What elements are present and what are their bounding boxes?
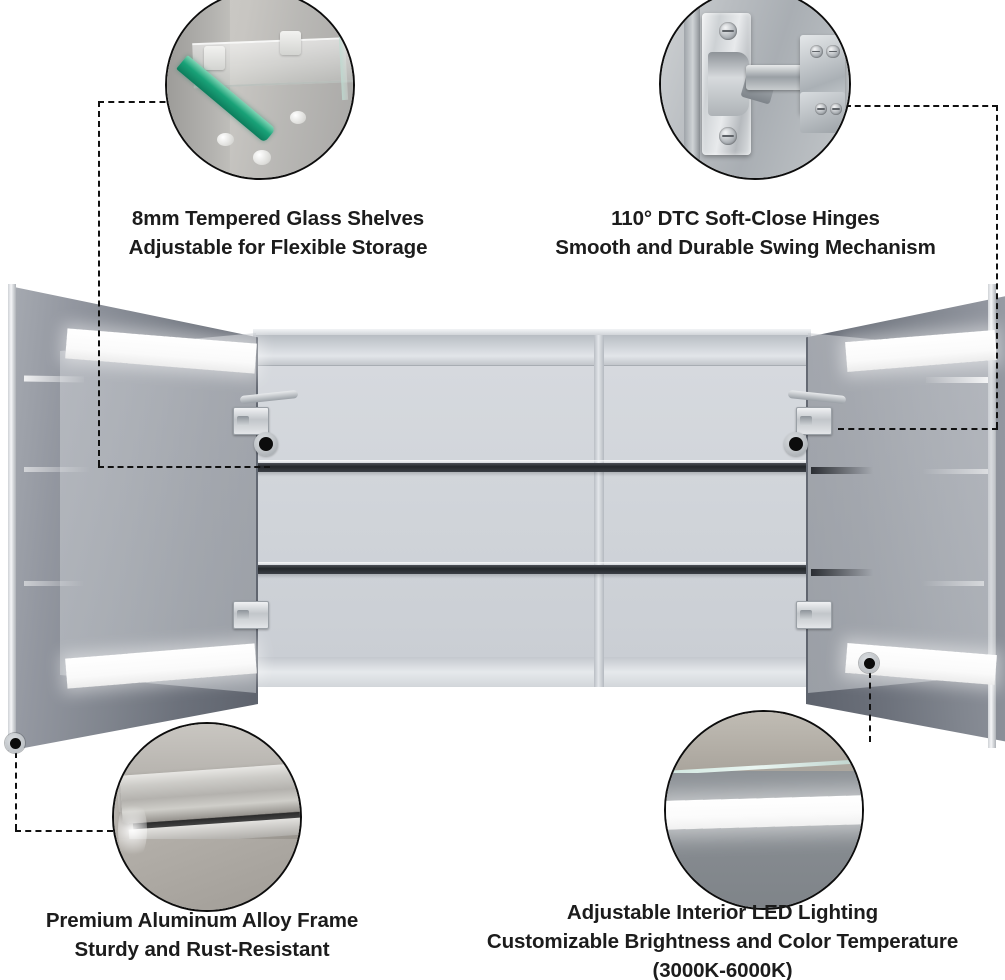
right-shelf-reflection-upper [811,467,873,474]
callout-line-shelves-vertical [98,101,100,466]
left-door-hinge-lower [233,601,269,629]
caption-soft-close-hinges: 110° DTC Soft-Close Hinges Smooth and Du… [486,204,1005,262]
cabinet-center-divider [594,335,604,687]
right-door-reflection-low [922,581,984,586]
left-door-reflection-mid [24,467,90,472]
soft-close-hinge-photo [659,0,851,180]
left-door-bumper-knob [254,432,278,456]
callout-line-hinges-top [845,105,998,107]
callout-line-shelves-top [98,101,186,103]
caption-interior-led-lighting: Adjustable Interior LED Lighting Customi… [440,898,1005,980]
callout-line-frame-bottom [15,830,113,832]
cabinet-bottom-panel [253,657,811,687]
caption-line: Adjustable for Flexible Storage [128,236,428,260]
led-strip-photo [664,710,864,910]
callout-line-hinges-bottom [838,428,998,430]
left-door-inner-panel [60,333,256,693]
cabinet-top-panel [253,335,811,366]
right-door-hinge-upper [796,407,832,435]
caption-line: Premium Aluminum Alloy Frame [45,909,359,932]
left-door-frame-edge [8,284,16,748]
caption-line: (3000K-6000K) [652,959,793,980]
caption-line: Smooth and Durable Swing Mechanism [555,236,936,260]
right-door-reflection-mid [922,469,988,474]
left-mirror-door[interactable] [8,281,299,751]
caption-tempered-glass-shelves: 8mm Tempered Glass Shelves Adjustable fo… [0,204,556,262]
caption-line: Adjustable Interior LED Lighting [566,901,879,924]
aluminum-frame-photo [112,722,302,912]
left-door-reflection-top [23,375,85,383]
callout-line-led-vertical [869,672,871,742]
callout-line-shelves-bottom [98,466,270,468]
cabinet-interior-back [253,335,811,687]
caption-line: Customizable Brightness and Color Temper… [486,930,959,954]
right-shelf-reflection-lower [811,569,873,576]
left-door-hinge-upper [233,407,269,435]
caption-line: Sturdy and Rust-Resistant [74,938,330,962]
interior-glass-shelf-upper [253,463,811,472]
right-door-hinge-lower [796,601,832,629]
right-mirror-door[interactable] [784,281,1005,751]
right-door-bumper-knob [784,432,808,456]
caption-aluminum-alloy-frame: Premium Aluminum Alloy Frame Sturdy and … [0,906,404,964]
callout-line-hinges-vertical [996,105,998,428]
right-door-inner-panel [808,333,994,693]
product-cabinet-illustration [0,281,1005,751]
left-door-reflection-low [24,581,84,586]
interior-glass-shelf-lower [253,565,811,574]
caption-line: 110° DTC Soft-Close Hinges [611,207,880,230]
cabinet-top-edge [253,329,811,337]
callout-line-frame-vertical [15,752,17,830]
shelf-gloss-upper [253,460,811,463]
callout-anchor-led [859,653,879,673]
shelf-gloss-lower [253,562,811,565]
glass-shelf-photo [165,0,355,180]
right-door-reflection-top [926,377,988,383]
callout-anchor-frame [5,733,25,753]
caption-line: 8mm Tempered Glass Shelves [131,207,425,230]
